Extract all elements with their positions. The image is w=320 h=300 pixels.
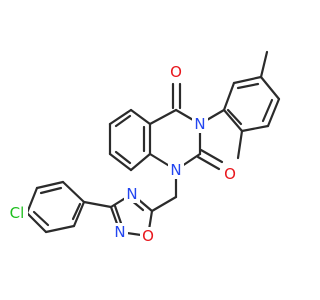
dimethylphenyl-bonds [198,50,281,160]
carbonyl-bonds [171,82,224,171]
molecule-structure-diagram: O N O N N N O Cl [6,50,281,245]
atom-cl-label: Cl [10,204,25,222]
atom-n-oxadiazole-bottom: N [112,223,128,241]
atom-n1: N [168,161,184,179]
atom-n-label-2: N [170,161,181,179]
atom-o-carbonyl-top: O [168,63,184,81]
chlorophenyl-bonds [25,180,113,234]
atom-n-label-1: N [194,115,205,133]
atom-cl: Cl [6,204,28,222]
atom-o-carbonyl-right: O [222,165,238,183]
atom-n-label-4: N [114,223,125,241]
atom-n-oxadiazole-top: N [124,185,140,203]
atom-o-label-2: O [224,165,236,183]
atom-labels: O N O N N N O Cl [6,63,238,245]
atom-n3: N [192,115,208,133]
atom-n-label-3: N [126,185,137,203]
benzo-ring-bonds [108,108,152,172]
atom-o-oxadiazole: O [140,227,156,245]
atom-o-label-3: O [142,227,154,245]
bonds [25,50,281,238]
atom-o-label-1: O [170,63,182,81]
